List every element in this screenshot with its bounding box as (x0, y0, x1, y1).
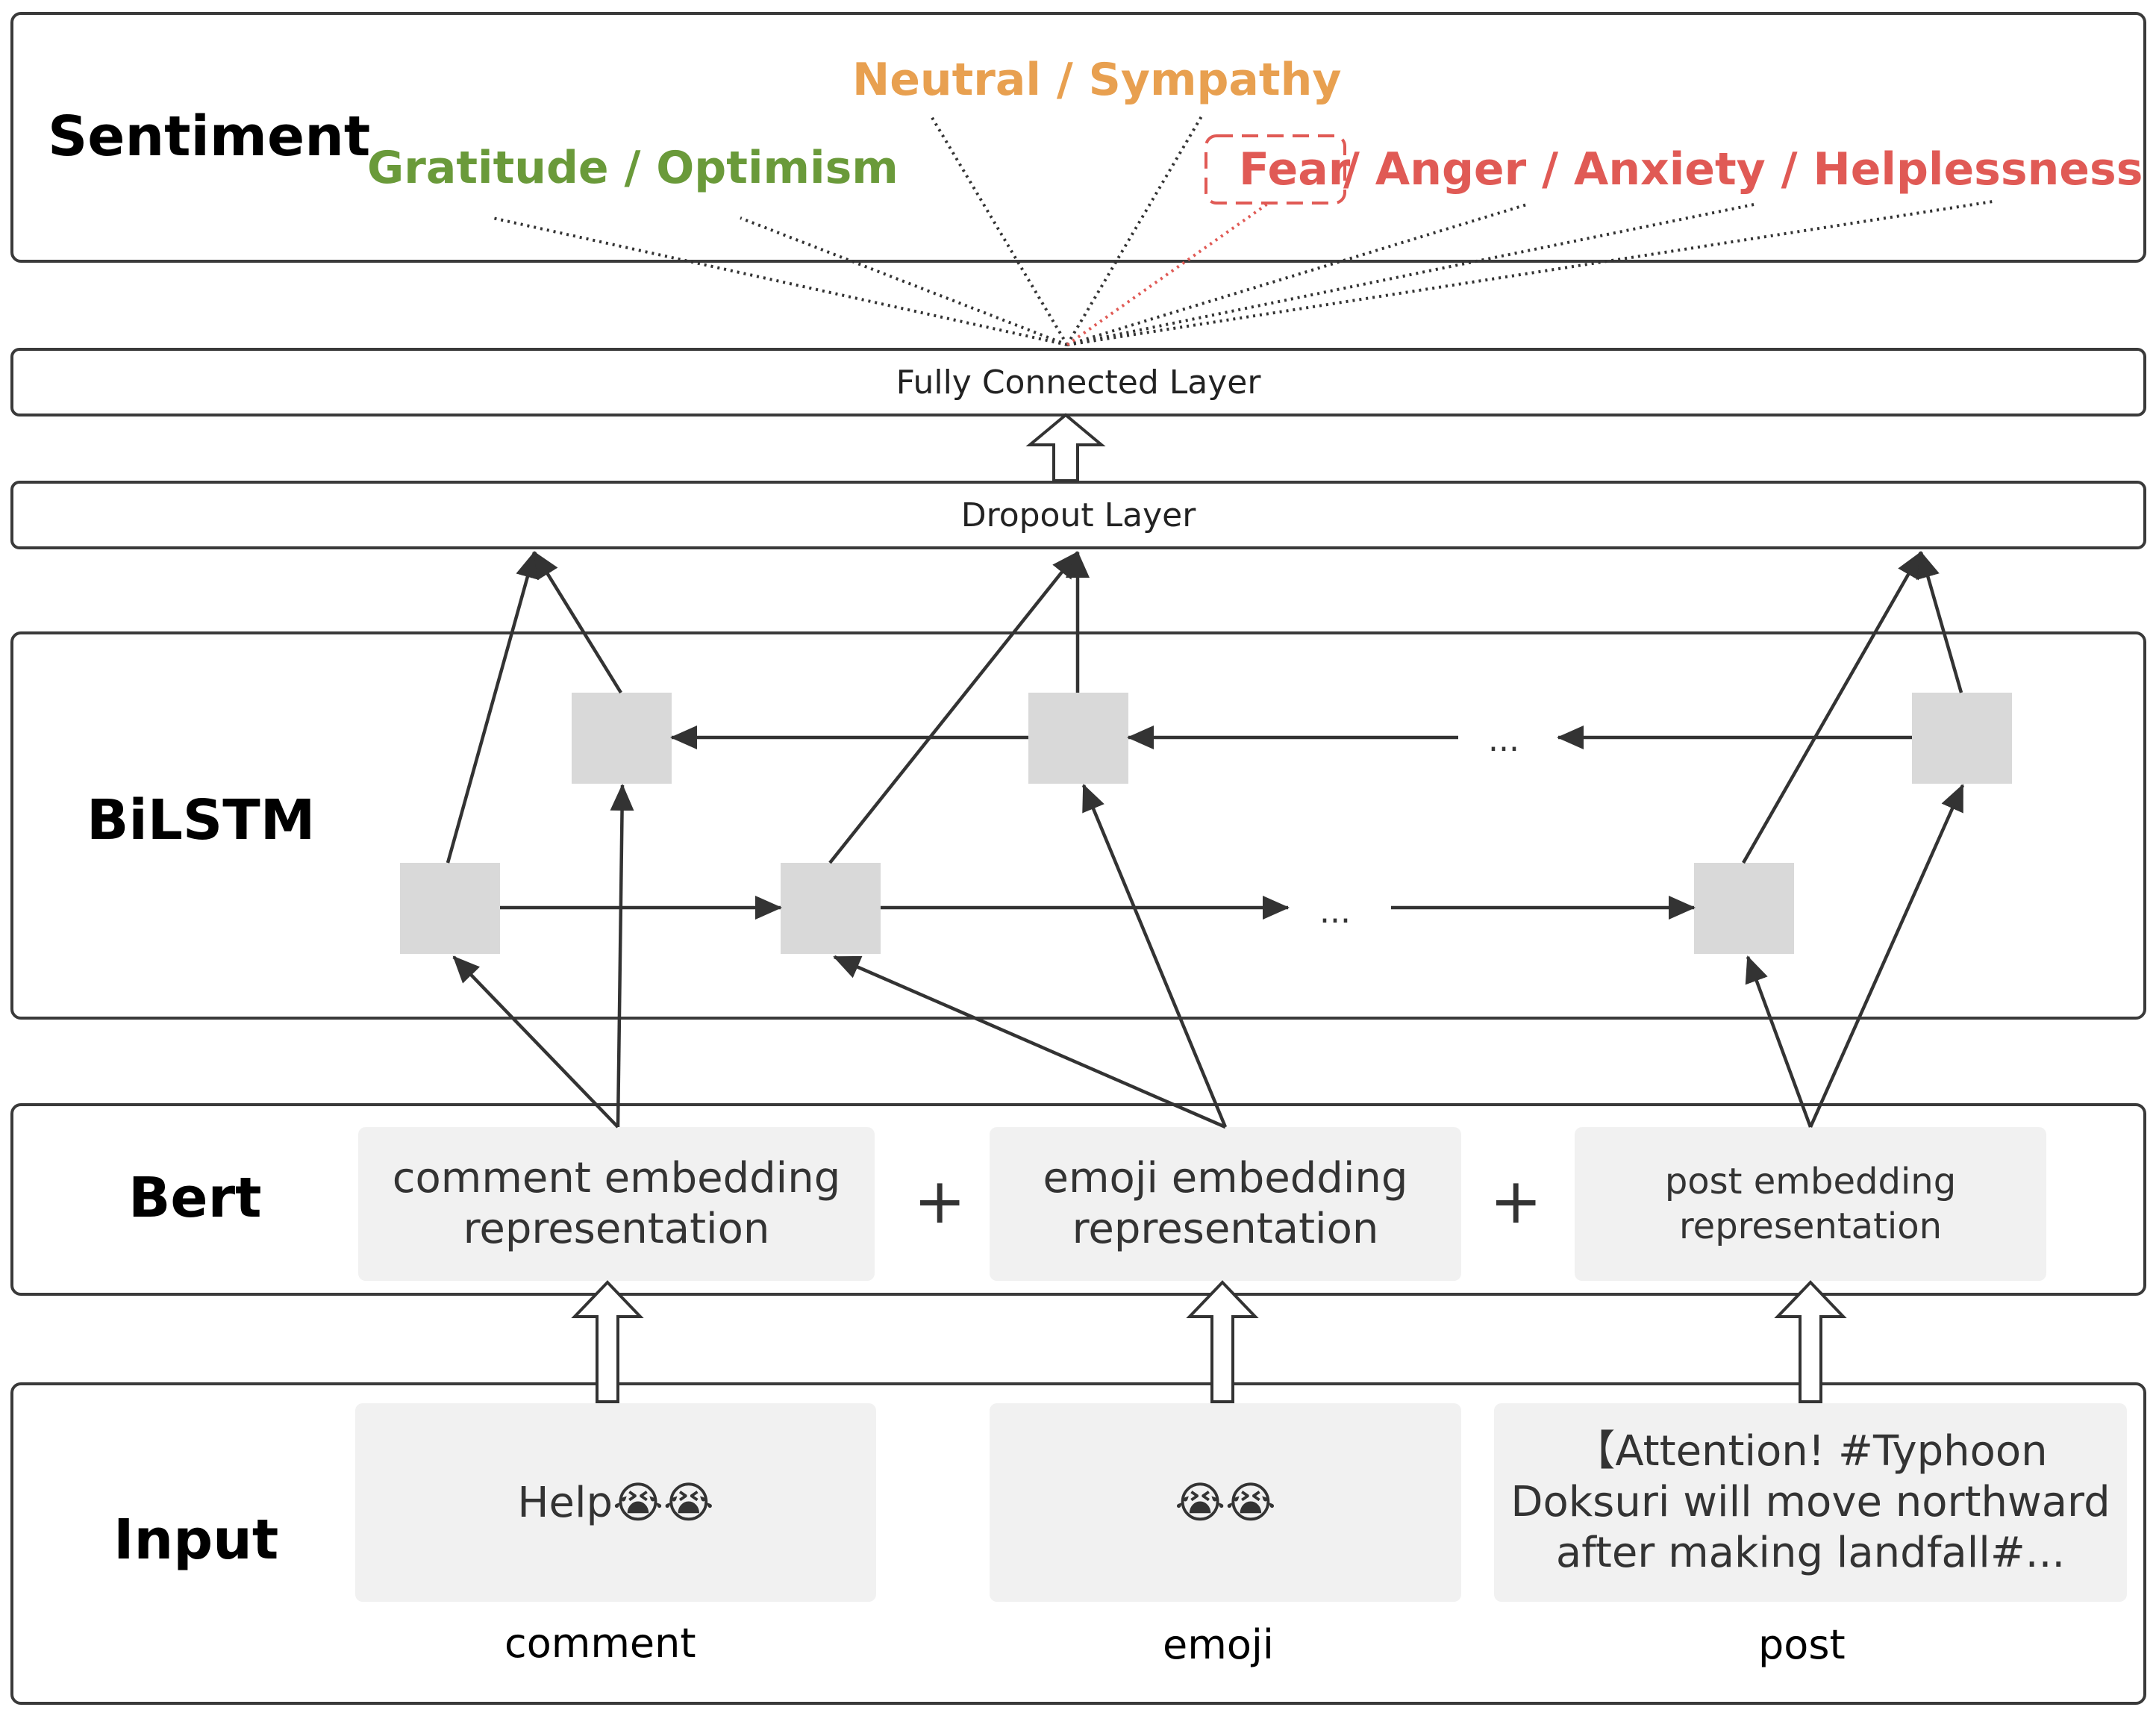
emoji-embedding-line2: representation (1072, 1205, 1379, 1253)
fully-connected-layer: Fully Connected Layer (10, 348, 2146, 416)
fan-line-anxiety (1066, 203, 1755, 346)
fear-highlight-box (1204, 134, 1346, 205)
lstm-backward-cell-3 (1912, 693, 2012, 784)
emoji-to-bwd2 (1081, 784, 1228, 1128)
plus-sign-2: + (1490, 1164, 1543, 1238)
emoji-embedding-line1: emoji embedding (1043, 1154, 1408, 1202)
crying-face-icon: 😭😭 (613, 1477, 714, 1528)
comment-to-bwd1 (610, 784, 634, 1128)
lstm-backward-cell-2 (1028, 693, 1128, 784)
bilstm-label: BiLSTM (87, 788, 316, 852)
lstm-backward-cell-1 (572, 693, 672, 784)
comment-caption: comment (504, 1620, 696, 1667)
comment-input-text: Help (517, 1478, 613, 1527)
neutral-classes: Neutral / Sympathy (852, 54, 1342, 106)
fwd1-to-dropout (446, 551, 540, 864)
emoji-caption: emoji (1163, 1621, 1274, 1668)
positive-classes: Gratitude / Optimism (367, 142, 899, 194)
post-input-line2: Doksuri will move northward (1510, 1478, 2110, 1526)
fear-class: Fear (1239, 143, 1351, 196)
post-caption: post (1758, 1621, 1846, 1668)
input-label: Input (113, 1508, 279, 1572)
post-input-box: 【Attention! #Typhoon Doksuri will move n… (1494, 1403, 2127, 1602)
fwd3-to-dropout (1742, 551, 1922, 864)
comment-embedding-box: comment embedding representation (358, 1127, 875, 1281)
post-embedding-line1: post embedding (1664, 1161, 1957, 1202)
post-input-line3: after making landfall#... (1555, 1529, 2066, 1577)
fan-line-sympathy (1066, 115, 1203, 346)
comment-input-arrow (571, 1280, 644, 1403)
fan-line-fear (1066, 202, 1270, 346)
lstm-forward-cell-2 (781, 863, 881, 954)
bert-label: Bert (128, 1166, 262, 1230)
backward-ellipsis: ... (1488, 721, 1519, 759)
post-embedding-box: post embedding representation (1575, 1127, 2046, 1281)
emoji-to-fwd2 (833, 955, 1226, 1129)
emoji-input-box: 😭😭 (990, 1403, 1461, 1602)
lstm-forward-cell-1 (400, 863, 500, 954)
negative-classes: / Anger / Anxiety / Helplessness (1343, 143, 2143, 196)
forward-ellipsis: ... (1319, 893, 1351, 931)
post-to-bwd3 (1808, 784, 1965, 1128)
lstm-forward-cell-3 (1694, 863, 1794, 954)
fan-line-helplessness (1066, 200, 1993, 346)
plus-sign-1: + (913, 1164, 966, 1238)
sentiment-panel (10, 12, 2146, 263)
bwd1-to-dropout (533, 551, 622, 694)
fan-line-optimism (740, 216, 1068, 346)
bwd3-to-dropout (1916, 551, 1963, 693)
comment-embedding-line2: representation (463, 1205, 770, 1253)
post-input-line1: 【Attention! #Typhoon (1573, 1427, 2048, 1476)
fan-line-anger (1066, 203, 1528, 346)
fwd2-to-dropout (828, 551, 1079, 864)
post-embedding-line2: representation (1678, 1205, 1943, 1247)
comment-to-fwd1 (452, 955, 619, 1129)
fan-line-neutral (930, 115, 1069, 346)
emoji-input-arrow (1186, 1280, 1259, 1403)
emoji-embedding-box: emoji embedding representation (990, 1127, 1461, 1281)
crying-face-icon: 😭😭 (1175, 1477, 1276, 1528)
comment-embedding-line1: comment embedding (392, 1154, 841, 1202)
post-input-arrow (1774, 1280, 1847, 1403)
comment-input-box: Help😭😭 (355, 1403, 876, 1602)
dropout-to-fc-arrow (1025, 413, 1106, 482)
sentiment-label: Sentiment (48, 104, 371, 169)
post-to-fwd3 (1745, 955, 1813, 1128)
fan-line-gratitude (492, 216, 1068, 346)
